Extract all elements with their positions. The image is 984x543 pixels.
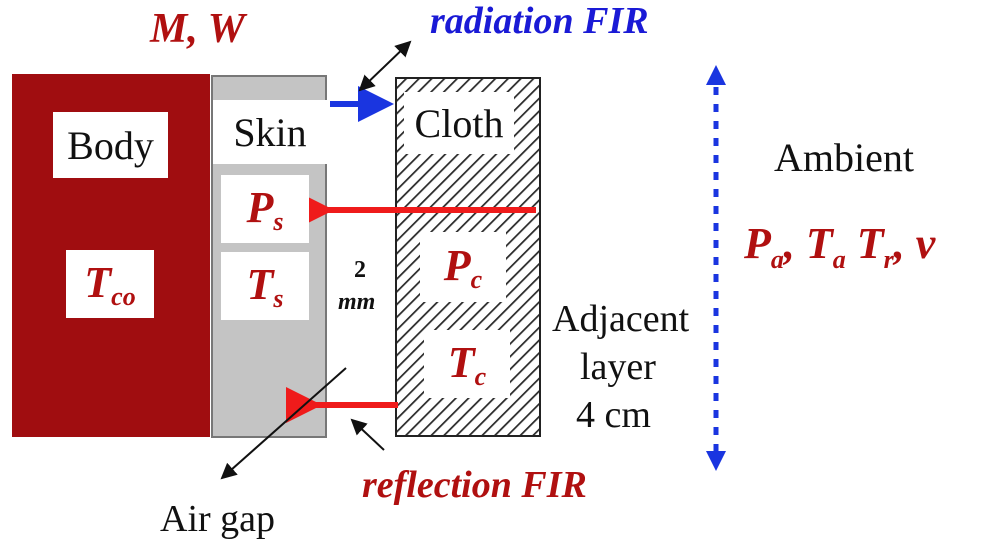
body-box: Body [53,112,168,178]
air-gap-pointer [220,367,347,480]
t-core-symbol: Tco [84,257,136,311]
p-cloth-box: Pc [420,232,506,302]
reflection-pointer [350,418,385,451]
t-cloth-box: Tc [424,330,510,398]
t-cloth-symbol: Tc [447,337,487,391]
skin-label: Skin [233,109,307,155]
adjacent-label-line3: 4 cm [576,394,651,436]
gap-value-label: 2 [354,257,366,283]
radiation-label: radiation FIR [430,0,649,42]
cloth-box: Cloth [404,92,514,154]
metabolism-label: M, W [150,6,245,52]
gap-unit-label: mm [338,289,376,315]
t-skin-symbol: Ts [246,259,284,313]
adjacent-label-line2: layer [580,346,656,388]
p-skin-box: Ps [221,175,309,243]
air-gap-label: Air gap [160,498,276,540]
reflection-label: reflection FIR [362,464,587,506]
t-core-box: Tco [66,250,154,318]
t-skin-box: Ts [221,252,309,320]
adjacent-label-line1: Adjacent [552,298,690,340]
ambient-label: Ambient [774,135,914,180]
gap-double-arrow [358,40,412,92]
ambient-variables: Pa, Ta Tr, v [744,219,936,274]
p-skin-symbol: Ps [246,182,284,236]
body-label: Body [67,122,154,168]
cloth-label: Cloth [414,100,504,146]
skin-box: Skin [213,100,327,164]
p-cloth-symbol: Pc [443,240,483,294]
